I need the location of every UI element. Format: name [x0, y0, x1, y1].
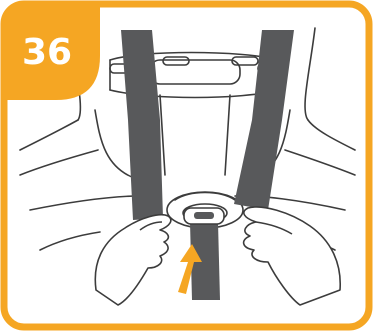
buckle — [184, 208, 224, 224]
step-number: 36 — [22, 32, 72, 73]
step-badge: 36 — [4, 4, 100, 100]
